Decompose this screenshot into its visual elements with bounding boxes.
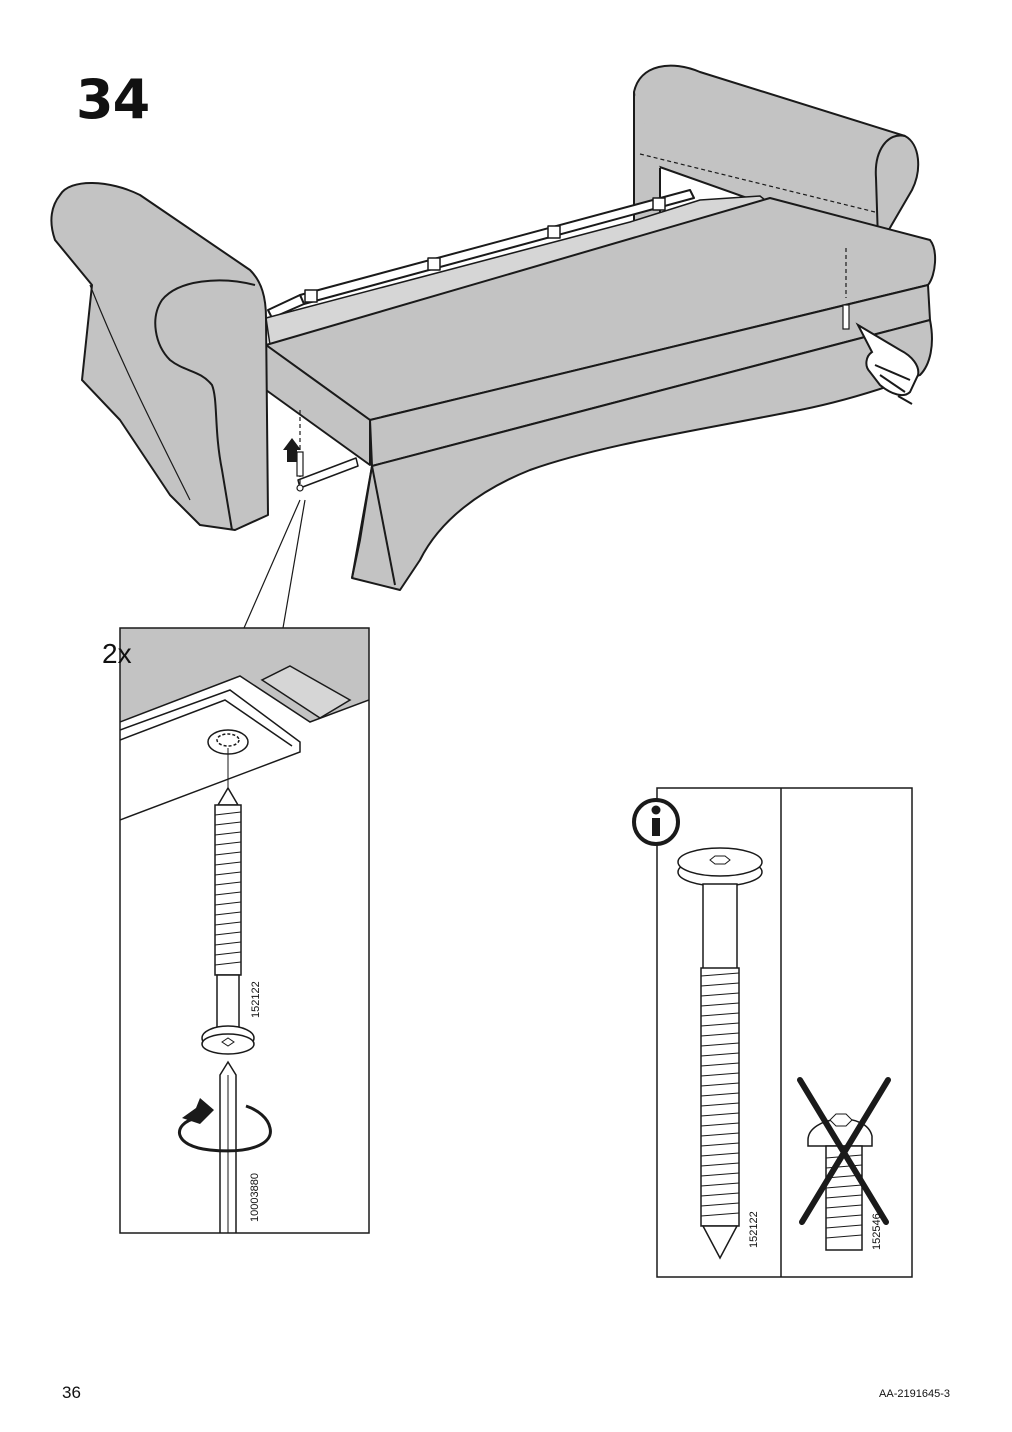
left-armrest [50, 182, 269, 531]
hand-icon [855, 322, 920, 405]
up-arrow-icon [283, 438, 301, 462]
tool-part-number: 10003880 [249, 1173, 261, 1222]
page-number: 36 [62, 1383, 81, 1402]
cross-icon [797, 1077, 891, 1225]
skirt [351, 319, 933, 591]
screw-part-number: 152122 [250, 981, 262, 1018]
document-code: AA-2191645-3 [879, 1388, 950, 1400]
correct-screw-icon [677, 847, 763, 1260]
wrong-screw-icon [807, 1113, 873, 1251]
sofa [50, 64, 936, 591]
step-number: 34 [76, 68, 150, 131]
detail-box [119, 627, 370, 1234]
wrong-part-number: 152546 [871, 1213, 883, 1250]
rotate-arrow-icon [178, 1098, 272, 1153]
correct-part-number: 152122 [748, 1211, 760, 1248]
right-armrest [633, 64, 920, 246]
quantity-label: 2x [102, 638, 132, 669]
info-icon [632, 798, 680, 846]
